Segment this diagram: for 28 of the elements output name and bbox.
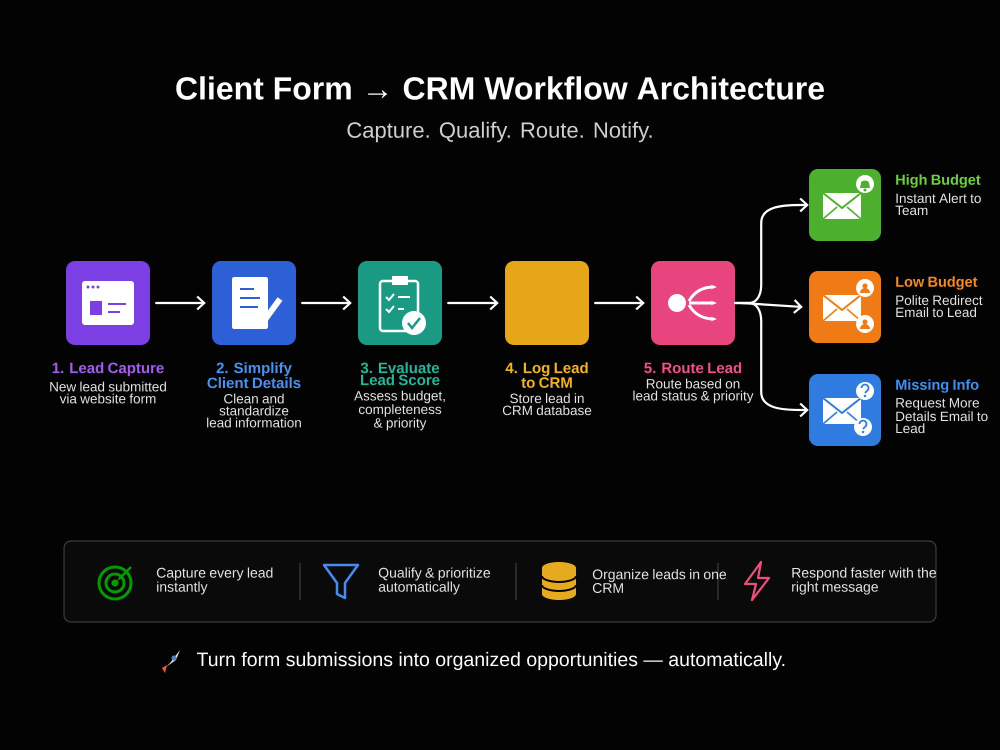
arrow [155,296,206,310]
arrow [301,296,352,310]
arrow [447,296,499,310]
benefit-text: Organize leads in one CRM [592,569,726,593]
caption: Turn form submissions into organized opportunities — automatically. [196,652,784,670]
benefit-text: Qualify & prioritize automatically [378,567,490,595]
step-description: Assess budget, completeness & priority [354,390,445,430]
title: Client Form → CRM Workflow Architecture [176,76,824,100]
step-title: 2. Simplify Client Details [208,362,300,388]
arrow [594,296,645,310]
arrow [734,302,809,418]
step-title: 1. Lead Capture [52,362,164,376]
step-description: Route based on lead status & priority [633,378,754,404]
step-description: Polite Redirect Email to Lead [896,295,982,318]
step-description: Clean and standardize lead information [207,394,301,428]
step-description: New lead submitted via website form [50,382,166,404]
step-title: Missing Info [896,379,979,393]
step-title: 3. Evaluate Lead Score [360,362,440,386]
step-title: High Budget [896,174,981,188]
step-description: Instant Alert to Team [896,193,981,216]
step-description: Request More Details Email to Lead [896,398,988,434]
benefit-text: Respond faster with the right message [792,567,936,595]
step-title: 5. Route Lead [644,362,742,374]
benefit-text: Capture every lead instantly [156,567,272,595]
step-title: 4. Log Lead to CRM [506,362,588,388]
subtitle: Capture. Qualify. Route. Notify. [347,122,652,142]
step-description: Store lead in CRM database [502,393,592,416]
step-title: Low Budget [896,276,978,290]
